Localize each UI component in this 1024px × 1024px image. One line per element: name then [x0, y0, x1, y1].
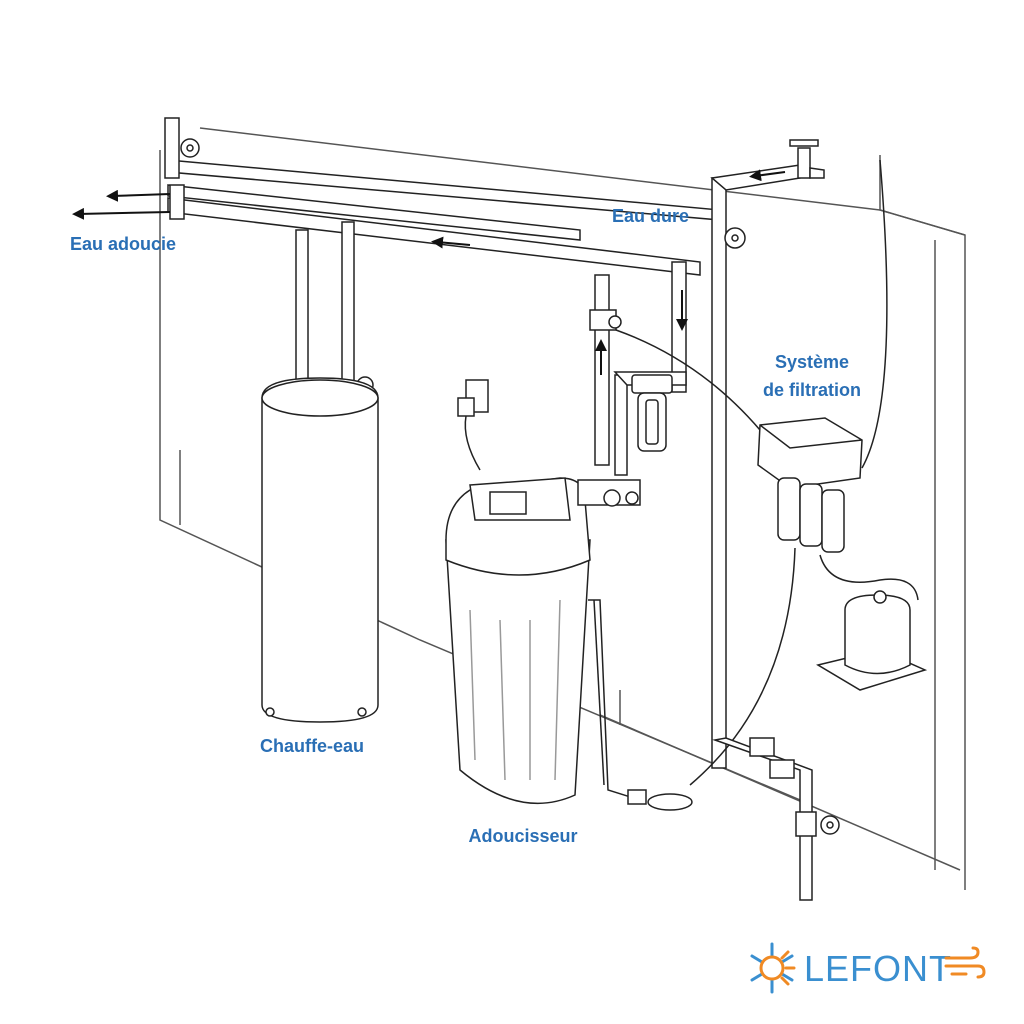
sediment-filter [631, 374, 673, 452]
label-systeme-line1: Système [775, 352, 849, 372]
sun-snowflake-icon [750, 942, 796, 994]
water-softener [445, 477, 641, 805]
lefont-logo: LEFONT [742, 936, 986, 1000]
wind-icon [944, 946, 986, 979]
logo-text: LEFONT [804, 948, 953, 989]
filtration-system [615, 159, 888, 553]
room-walls [159, 127, 966, 890]
label-chauffe-eau: Chauffe-eau [260, 736, 364, 756]
water-heater [261, 221, 379, 723]
power-outlet [457, 379, 489, 471]
label-eau-dure: Eau dure [612, 206, 689, 226]
label-eau-adoucie: Eau adoucie [70, 234, 176, 254]
soft-water-outlet-arrows [72, 189, 171, 220]
storage-tank [816, 554, 928, 691]
label-systeme-line2: de filtration [763, 380, 861, 400]
main-pipes [164, 117, 721, 276]
inlet-valves-left [180, 138, 200, 158]
lower-piping [689, 547, 840, 901]
flow-arrow-left [431, 236, 471, 249]
hard-water-supply [710, 139, 825, 769]
softener-drain [588, 599, 693, 811]
label-adoucisseur: Adoucisseur [468, 826, 577, 846]
hard-water-arrow [749, 169, 786, 182]
